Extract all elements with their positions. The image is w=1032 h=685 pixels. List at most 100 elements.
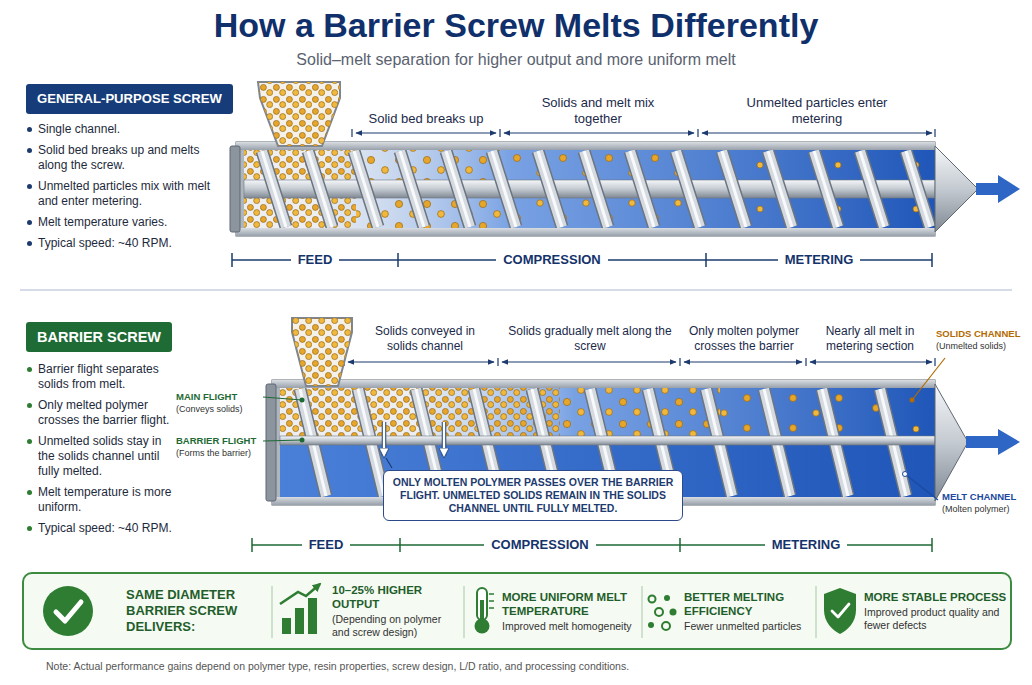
leader-lines	[263, 397, 302, 400]
leader-lines	[910, 398, 915, 403]
barrier-screw	[935, 384, 968, 501]
zone-scale	[232, 253, 932, 552]
benefit-panel-art	[475, 619, 490, 634]
part-label-group: BARRIER FLIGHT(Forms the barrier)	[176, 435, 260, 459]
leader-lines	[300, 438, 305, 443]
bullet-list: Barrier flight separates solids from mel…	[26, 362, 174, 542]
zone-label: METERING	[765, 537, 848, 553]
part-label-group: SOLIDS CHANNEL(Unmelted solids)	[936, 328, 1026, 352]
part-sublabel: (Conveys solids)	[176, 403, 260, 415]
benefit-title: MORE UNIFORM MELT TEMPERATURE	[502, 590, 639, 618]
barrier-screw	[266, 384, 276, 501]
barrier-screw	[383, 422, 386, 456]
general-purpose-screw	[262, 151, 930, 227]
zone-annotation: Solid bed breaks up	[366, 111, 486, 127]
dimension-brackets	[702, 132, 932, 133]
general-purpose-screw	[258, 82, 340, 146]
benefit-panel-art	[295, 608, 304, 634]
benefit-text: Improved product quality and fewer defec…	[864, 606, 1007, 632]
zone-annotation: Solids gradually melt along the screw	[508, 324, 673, 354]
zone-annotation: Nearly all melt in metering section	[812, 324, 928, 354]
caption: Solid–melt separation for higher output …	[0, 50, 1032, 69]
dimension-brackets	[344, 129, 935, 366]
part-sublabel: (Molten polymer)	[942, 503, 1026, 515]
benefit-cell: 10–25% HIGHER OUTPUT(Depending on polyme…	[332, 583, 457, 639]
barrier-screw	[280, 436, 935, 445]
leader-lines	[386, 458, 392, 468]
zone-label: COMPRESSION	[484, 537, 596, 553]
general-purpose-screw	[258, 82, 340, 146]
benefit-text: (Depending on polymer and screw design)	[332, 613, 457, 639]
part-sublabel: (Unmelted solids)	[936, 340, 1026, 352]
part-label: SOLIDS CHANNEL	[936, 328, 1026, 340]
part-label: MELT CHANNEL	[942, 491, 1026, 503]
barrier-screw	[442, 422, 447, 456]
benefit-panel-art	[824, 588, 856, 634]
benefit-panel-art	[670, 609, 677, 616]
benefit-cell: MORE STABLE PROCESSImproved product qual…	[864, 590, 1007, 632]
bullet-text: Unmelted particles mix with melt and ent…	[26, 179, 224, 209]
callout-text: ONLY MOLTEN POLYMER PASSES OVER THE BARR…	[392, 476, 674, 515]
general-purpose-screw	[998, 175, 1020, 203]
benefit-text: Improved melt homogeneity	[502, 620, 639, 633]
dimension-brackets	[684, 361, 802, 362]
zone-label: METERING	[778, 252, 861, 268]
section-divider	[20, 289, 1012, 291]
bullet-text: Solid bed breaks up and melts along the …	[26, 143, 224, 173]
benefit-panel-art	[664, 595, 670, 601]
bullet-text: Single channel.	[26, 122, 224, 137]
general-purpose-screw	[236, 142, 935, 236]
benefit-text: Fewer unmelted particles	[684, 620, 812, 633]
barrier-screw	[560, 388, 720, 438]
bullet-text: Melt temperature varies.	[26, 215, 224, 230]
barrier-screw	[998, 429, 1020, 455]
benefit-title: 10–25% HIGHER OUTPUT	[332, 583, 457, 611]
panel-heading: SAME DIAMETER BARRIER SCREW DELIVERS:	[126, 587, 266, 635]
general-purpose-screw	[230, 82, 1020, 236]
section-heading: BARRIER SCREW	[26, 322, 172, 352]
dimension-brackets	[502, 361, 676, 362]
zone-annotation: Solids conveyed in solids channel	[360, 324, 490, 354]
barrier-screw	[382, 422, 387, 456]
part-label-group: MAIN FLIGHT(Conveys solids)	[176, 391, 260, 415]
bullet-text: Unmelted solids stay in the solids chann…	[26, 434, 174, 479]
general-purpose-screw	[262, 151, 930, 227]
dimension-brackets	[352, 129, 935, 137]
zone-annotation: Solids and melt mix together	[518, 95, 678, 127]
zone-annotation: Unmelted particles enter metering	[742, 95, 892, 127]
dimension-brackets	[810, 361, 932, 362]
bullet-text: Typical speed: ~40 RPM.	[26, 236, 224, 251]
zone-label: FEED	[291, 252, 340, 268]
callout-box: ONLY MOLTEN POLYMER PASSES OVER THE BARR…	[383, 470, 683, 521]
benefit-panel-art	[280, 584, 320, 604]
general-purpose-screw	[244, 150, 935, 228]
leader-lines	[263, 440, 302, 441]
zone-scale	[232, 253, 932, 267]
benefit-title: BETTER MELTING EFFICIENCY	[684, 590, 812, 618]
heading-text: BARRIER SCREW	[37, 328, 161, 346]
benefit-panel-art	[649, 596, 656, 603]
benefit-cell: MORE UNIFORM MELT TEMPERATURE Improved me…	[502, 590, 639, 633]
part-label: BARRIER FLIGHT	[176, 435, 260, 447]
bullet-text: Barrier flight separates solids from mel…	[26, 362, 174, 392]
part-label: MAIN FLIGHT	[176, 391, 260, 403]
benefit-panel-art	[43, 586, 93, 636]
zone-annotation: Only molten polymer crosses the barrier	[685, 324, 803, 354]
general-purpose-screw	[236, 142, 935, 150]
bullet-list: Single channel. Solid bed breaks up and m…	[26, 122, 224, 257]
bullet-text: Only melted polymer crosses the barrier …	[26, 398, 174, 428]
general-purpose-screw	[230, 146, 240, 232]
bullet-text: Melt temperature is more uniform.	[26, 485, 174, 515]
general-purpose-screw	[262, 151, 930, 227]
dimension-brackets	[344, 358, 935, 366]
part-label-group: MELT CHANNEL(Molten polymer)	[942, 491, 1026, 515]
benefit-panel-art	[662, 622, 670, 630]
barrier-screw	[292, 318, 352, 386]
benefit-panel-art	[655, 608, 663, 616]
benefit-cell: BETTER MELTING EFFICIENCY Fewer unmelted …	[684, 590, 812, 633]
benefit-panel-art	[282, 618, 291, 634]
bullet-text: Typical speed: ~40 RPM.	[26, 521, 174, 536]
zone-label: COMPRESSION	[496, 252, 608, 268]
